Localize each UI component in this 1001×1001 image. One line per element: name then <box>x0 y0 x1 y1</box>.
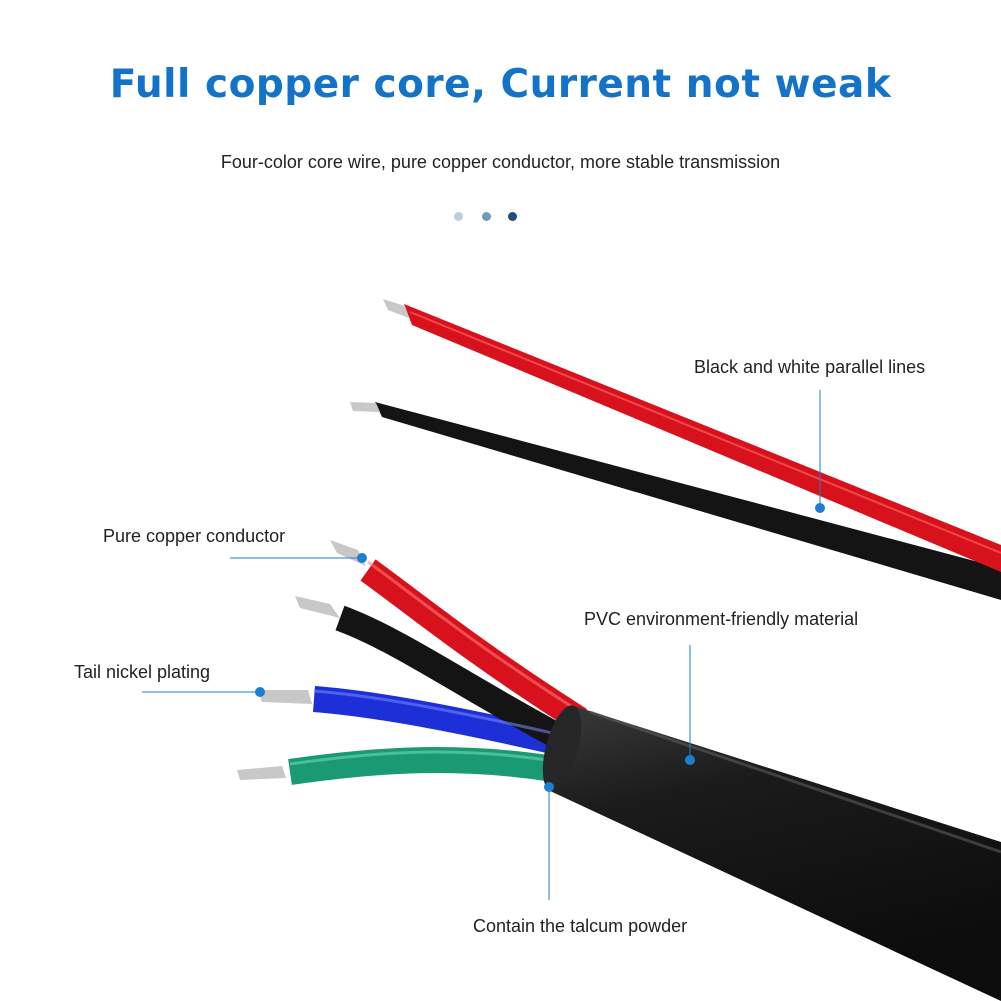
core-red-copper-tip <box>330 540 366 566</box>
callout-nickel-plating: Tail nickel plating <box>74 662 211 682</box>
page-subtitle: Four-color core wire, pure copper conduc… <box>220 152 781 172</box>
core-black-wire <box>335 605 572 752</box>
callout-parallel-lines: Black and white parallel lines <box>694 357 926 377</box>
marker-dot <box>255 687 265 697</box>
parallel-wire-pair <box>350 299 1001 600</box>
four-core-wires <box>237 540 587 785</box>
marker-dot <box>815 503 825 513</box>
marker-dot <box>685 755 695 765</box>
callout-pvc-material: PVC environment-friendly material <box>584 609 859 629</box>
pvc-jacket <box>542 705 1001 1001</box>
callout-talcum-powder: Contain the talcum powder <box>473 916 688 936</box>
page-title: Full copper core, Current not weak <box>109 62 892 107</box>
core-blue-copper-tip <box>258 690 312 704</box>
core-black-copper-tip <box>295 596 340 618</box>
jacket-body <box>547 706 1001 1001</box>
pager-dot[interactable] <box>454 212 463 221</box>
core-green-copper-tip <box>237 766 286 780</box>
marker-dot <box>544 782 554 792</box>
core-red-wire <box>360 559 587 731</box>
pager-dot-active[interactable] <box>508 212 517 221</box>
callout-copper-conductor: Pure copper conductor <box>103 526 286 546</box>
jacket-opening <box>542 705 582 791</box>
callout-markers <box>255 503 825 792</box>
marker-dot <box>357 553 367 563</box>
leader-lines <box>142 390 821 900</box>
core-green-wire <box>288 747 563 785</box>
parallel-black-copper-tip <box>350 402 380 412</box>
carousel-pager <box>454 212 524 222</box>
pager-dot[interactable] <box>482 212 491 221</box>
parallel-red-copper-tip <box>383 299 409 318</box>
parallel-black-wire <box>375 402 1001 600</box>
